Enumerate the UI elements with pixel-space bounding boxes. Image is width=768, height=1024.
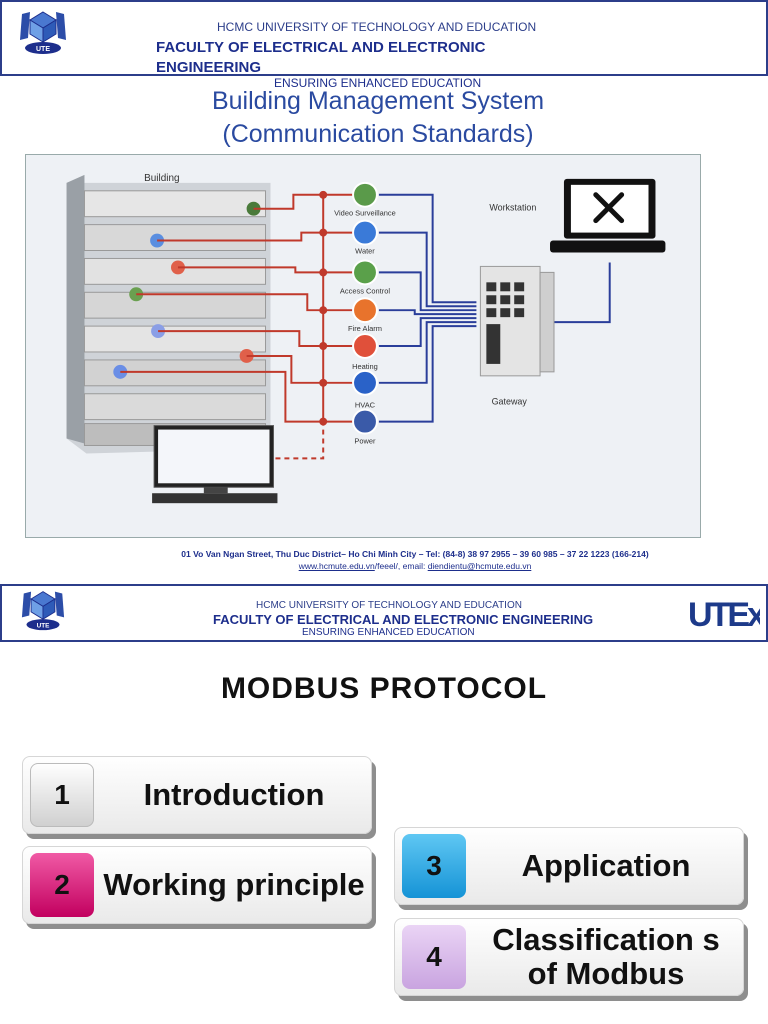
item-label: Application: [521, 848, 691, 883]
fire-alarm-icon: [352, 297, 378, 324]
heating-icon: [352, 333, 378, 359]
workstation-label: Workstation: [489, 203, 536, 213]
item-number: 3: [402, 834, 466, 898]
service-label: Fire Alarm: [348, 324, 382, 333]
utex-logo: UTEx: [688, 596, 760, 632]
slide-bms: UTE HCMC UNIVERSITY OF TECHNOLOGY AND ED…: [0, 0, 768, 571]
agenda-item-introduction[interactable]: 1 Introduction: [22, 756, 372, 834]
item-number: 1: [30, 763, 94, 827]
power-icon: [352, 408, 378, 435]
service-label: HVAC: [355, 401, 376, 410]
logo-text: UTE: [37, 622, 51, 629]
agenda-item-classifications[interactable]: 4 Classification s of Modbus: [394, 918, 744, 996]
gateway-label: Gateway: [492, 397, 528, 407]
item-number: 2: [30, 853, 94, 917]
building-illustration: Building: [66, 173, 271, 454]
website-link[interactable]: www.hcmute.edu.vn: [298, 561, 375, 571]
building-label: Building: [144, 173, 179, 184]
gateway-device: Gateway: [479, 265, 555, 407]
tools-icon: [593, 192, 625, 224]
motto: ENSURING ENHANCED EDUCATION: [302, 627, 475, 638]
computer-illustration: [152, 425, 278, 504]
agenda-item-working-principle[interactable]: 2 Working principle: [22, 846, 372, 924]
access-control-icon: [352, 259, 378, 286]
footer-contact: www.hcmute.edu.vn/feeel/, email: diendie…: [0, 561, 768, 571]
bms-diagram: Building: [25, 154, 701, 538]
motto: ENSURING ENHANCED EDUCATION: [274, 76, 482, 90]
ute-logo: UTE: [21, 591, 65, 631]
item-label: Working principle: [103, 867, 365, 902]
university-name: HCMC UNIVERSITY OF TECHNOLOGY AND EDUCAT…: [256, 600, 522, 611]
service-icons: [352, 181, 378, 435]
email-link[interactable]: diendientu@hcmute.edu.vn: [427, 561, 532, 571]
item-label: Introduction: [143, 777, 325, 812]
faculty-name-line1: FACULTY OF ELECTRICAL AND ELECTRONIC: [156, 39, 486, 56]
logo-text: UTE: [36, 46, 50, 53]
workstation-laptop: Workstation: [489, 178, 666, 253]
slide-title-line1: Building Management System: [211, 87, 545, 115]
ute-logo: UTE: [20, 11, 66, 54]
slide-title-line2: (Communication Standards): [222, 120, 534, 148]
service-label: Water: [355, 246, 375, 255]
faculty-name-line2: ENGINEERING: [156, 59, 262, 76]
item-label: Classification s of Modbus: [492, 922, 720, 991]
footer-address: 01 Vo Van Ngan Street, Thu Duc District–…: [181, 549, 649, 559]
slide-header: UTE HCMC UNIVERSITY OF TECHNOLOGY AND ED…: [0, 0, 768, 76]
svg-text:UTEx: UTEx: [688, 596, 760, 632]
item-number: 4: [402, 925, 466, 989]
water-icon: [352, 219, 378, 246]
video-surveillance-icon: [352, 181, 378, 208]
hvac-icon: [352, 369, 378, 396]
faculty-name: FACULTY OF ELECTRICAL AND ELECTRONIC ENG…: [213, 612, 594, 627]
website-suffix: /feeel/, email:: [374, 561, 428, 571]
service-label: Heating: [352, 362, 378, 371]
service-label: Video Surveillance: [334, 209, 396, 218]
slide-modbus: UTE HCMC UNIVERSITY OF TECHNOLOGY AND ED…: [0, 584, 768, 1024]
service-label: Power: [354, 436, 376, 445]
service-label: Access Control: [340, 286, 390, 295]
agenda-item-application[interactable]: 3 Application: [394, 827, 744, 905]
slide-title: MODBUS PROTOCOL: [220, 672, 548, 705]
slide-header: UTE HCMC UNIVERSITY OF TECHNOLOGY AND ED…: [0, 584, 768, 642]
university-name: HCMC UNIVERSITY OF TECHNOLOGY AND EDUCAT…: [217, 20, 537, 34]
